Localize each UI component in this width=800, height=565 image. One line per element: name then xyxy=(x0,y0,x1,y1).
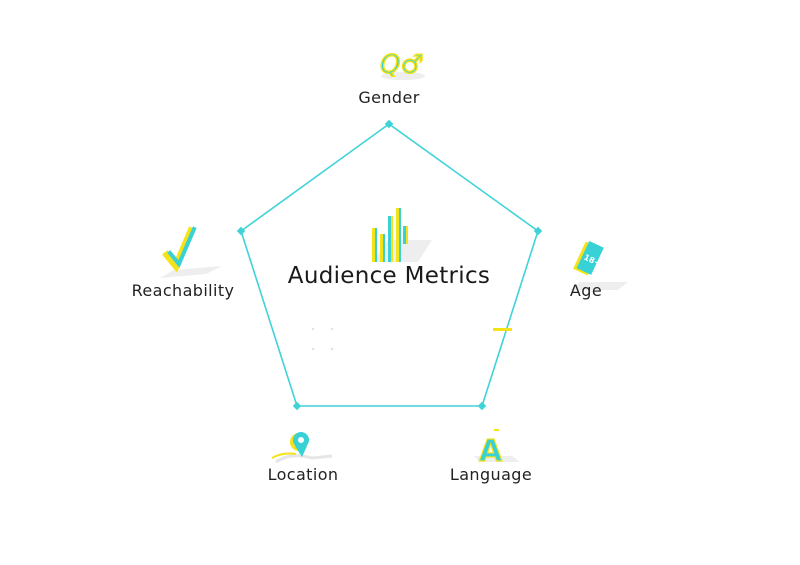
node-label-gender: Gender xyxy=(358,88,420,107)
vertex-marker-gender xyxy=(384,119,394,129)
language-glyph: A xyxy=(479,434,503,469)
bar-chart-icon xyxy=(372,208,432,262)
checkmark-icon xyxy=(160,226,222,278)
gender-symbols-icon: Q♂ xyxy=(379,49,425,81)
edge-accent-mark xyxy=(493,328,512,331)
vertex-markers xyxy=(236,119,543,411)
pentagon-outline xyxy=(240,123,539,407)
gender-glyphs: Q♂ xyxy=(380,50,424,80)
vertex-marker-location xyxy=(292,401,302,411)
node-label-location: Location xyxy=(267,465,339,484)
letter-a-icon: A xyxy=(474,429,520,470)
node-label-language: Language xyxy=(449,465,533,484)
node-label-age: Age xyxy=(569,281,603,300)
node-label-reachability: Reachability xyxy=(131,281,235,300)
map-pin-icon xyxy=(271,432,333,464)
vertex-marker-language xyxy=(477,401,487,411)
age-18-plus-icon: 18+ xyxy=(570,240,628,290)
diagram-title: Audience Metrics xyxy=(287,263,491,289)
faint-dots xyxy=(311,327,334,351)
vertex-marker-reachability xyxy=(236,226,246,236)
